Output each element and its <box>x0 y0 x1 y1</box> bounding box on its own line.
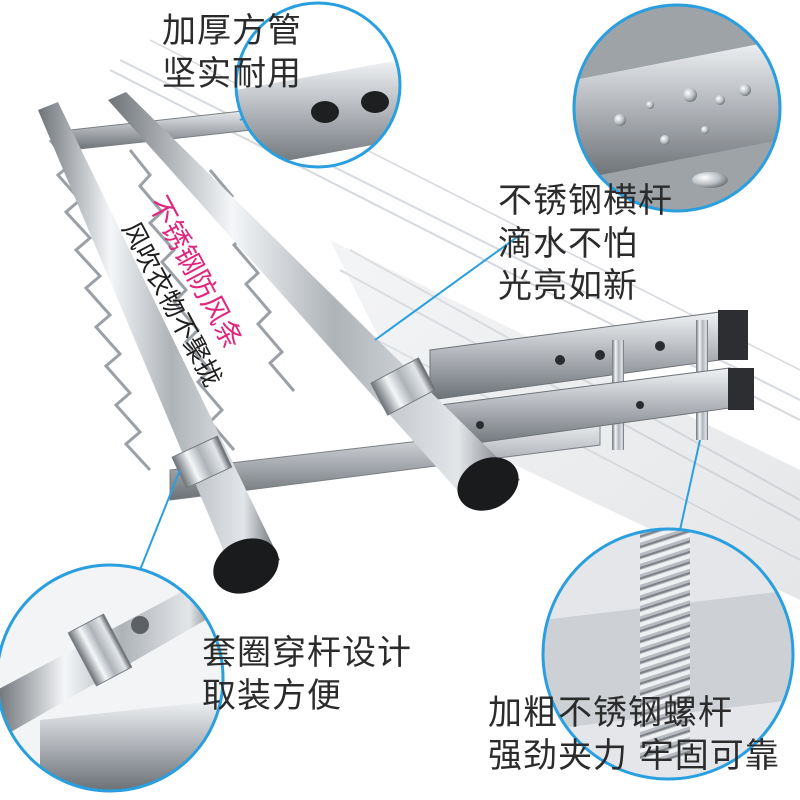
caption-sleeve: 套圈穿杆设计 取装方便 <box>202 632 412 717</box>
caption-square-tube-line-1: 加厚方管 <box>162 11 302 51</box>
caption-steel-bar-line-2: 滴水不怕 <box>498 223 638 264</box>
right-steel-rod <box>108 92 520 511</box>
caption-steel-bar-line-3: 光亮如新 <box>498 266 638 306</box>
caption-square-tube: 加厚方管 坚实耐用 <box>162 10 302 95</box>
zoom-square-tube <box>234 1 402 169</box>
caption-screw-line-1: 加粗不锈钢螺杆 <box>488 693 733 733</box>
caption-sleeve-line-2: 取装方便 <box>202 675 342 716</box>
right-sleeve-ring <box>370 357 437 416</box>
right-rod-end-cap <box>457 457 519 511</box>
caption-screw: 加粗不锈钢螺杆 强劲夹力 牢固可靠 <box>488 692 780 777</box>
caption-steel-bar-line-1: 不锈钢横杆 <box>498 181 673 221</box>
caption-sleeve-line-1: 套圈穿杆设计 <box>202 633 412 673</box>
caption-steel-bar: 不锈钢横杆 滴水不怕 光亮如新 <box>498 180 673 308</box>
zoom-threaded-rod <box>541 527 795 781</box>
caption-square-tube-line-2: 坚实耐用 <box>162 53 302 94</box>
zoom-water-droplets <box>572 3 782 213</box>
caption-screw-line-2: 强劲夹力 牢固可靠 <box>488 735 780 776</box>
left-steel-rod <box>38 102 280 594</box>
left-rod-end-cap <box>213 538 279 594</box>
zoom-sleeve-screw <box>0 563 225 793</box>
